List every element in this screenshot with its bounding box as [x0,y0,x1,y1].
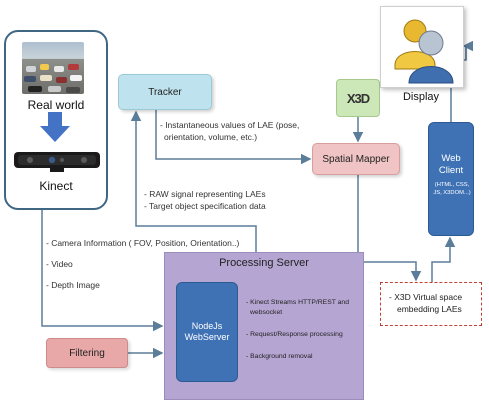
server-item-kinect-streams: - Kinect Streams HTTP/REST and [246,299,349,306]
tracker-edge-text-2: orientation, volume, etc.) [164,132,258,142]
spatial-mapper-node: Spatial Mapper [312,143,400,175]
edge-display-arrowhead [462,40,473,60]
edge-x3dspace-to-webclient [431,236,456,282]
server-item-request-response: - Request/Response processing [246,331,343,338]
tracker-label: Tracker [148,86,182,98]
raw-edge-text-2: - Target object specification data [144,201,266,211]
kinect-output-video: - Video [46,259,73,269]
nodejs-line-1: NodeJs [191,321,223,331]
web-client-tech: (HTML, CSS, JS, X3DOM...) [433,182,471,196]
traffic-photo [22,42,84,94]
x3d-space-line-2: embedding LAEs [397,304,462,314]
x3d-space-line-1: - X3D Virtual space [389,292,463,302]
kinect-label: Kinect [39,179,73,193]
raw-edge-text-1: - RAW signal representing LAEs [144,189,266,199]
edge-mapper-to-x3dspace [357,175,422,282]
x3d-logo-text: X3D [346,90,370,106]
edge-server-to-tracker [130,110,257,252]
nodejs-line-2: WebServer [184,332,230,342]
filtering-node: Filtering [46,338,128,368]
server-item-websocket: websocket [250,309,283,316]
nodejs-webserver-node: NodeJs WebServer [176,282,238,382]
edge-tracker-to-mapper [155,110,312,165]
users-icon [394,19,454,84]
x3d-virtual-space-node: - X3D Virtual space embedding LAEs [380,282,482,326]
spatial-mapper-label: Spatial Mapper [322,153,390,165]
x3d-logo: X3D [336,79,380,117]
web-client-title: Web Client [438,153,464,176]
display-label: Display [402,91,440,103]
tracker-node: Tracker [118,74,212,110]
kinect-sensor-icon [14,152,100,172]
down-arrow-icon [40,112,70,142]
processing-server-title: Processing Server [219,257,309,269]
web-client-node: Web Client (HTML, CSS, JS, X3DOM...) [428,122,474,236]
tracker-edge-text-1: - Instantaneous values of LAE (pose, [160,120,300,130]
display-node [380,6,464,88]
edge-kinect-to-server [41,210,164,332]
kinect-output-camera-info: - Camera Information ( FOV, Position, Or… [46,238,240,248]
filtering-label: Filtering [69,347,105,359]
server-item-background-removal: - Background removal [246,353,313,360]
real-world-label: Real world [27,98,85,112]
kinect-output-depth: - Depth Image [46,280,100,290]
